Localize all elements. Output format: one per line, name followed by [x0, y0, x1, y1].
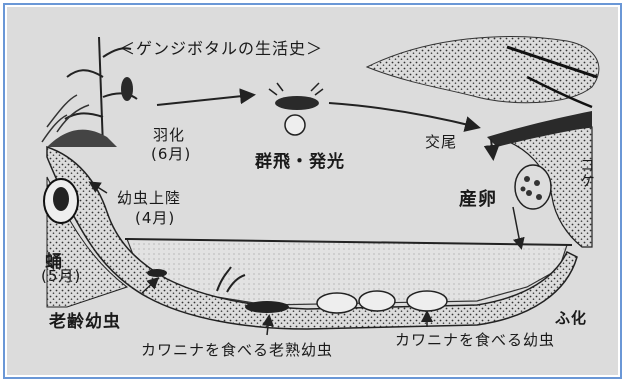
- arrow-swarm-to-mating: [328, 102, 481, 132]
- label-old-larva: 老齢幼虫: [49, 312, 121, 332]
- arrow-to-mature-larva: [262, 314, 274, 336]
- snail-shell-2: [358, 290, 396, 312]
- label-oviposition: 産卵: [459, 189, 497, 210]
- label-pupa-month: (5月): [41, 267, 82, 285]
- label-moss: コケ: [578, 157, 596, 189]
- water-surface-line: [124, 238, 573, 246]
- image-frame: ＜ゲンジボタルの生活史＞ 羽化 (6月) 群飛・発光 交尾 産卵 コケ 幼虫上陸…: [3, 3, 622, 379]
- tree-canopy: [365, 36, 600, 104]
- life-cycle-illustration: [41, 36, 600, 336]
- arrow-larva-up-bank: [88, 181, 108, 194]
- label-mature-larva-eating: カワニナを食べる老熟幼虫: [141, 341, 334, 359]
- egg-cluster: [514, 164, 552, 210]
- mature-larva-body: [245, 301, 289, 313]
- label-emergence-month: (6月): [151, 145, 192, 163]
- water-plant: [216, 266, 246, 293]
- arrow-down-to-water: [512, 206, 525, 250]
- arrow-mating-to-oviposition: [483, 138, 500, 161]
- label-emergence: 羽化: [153, 126, 186, 144]
- arrow-emergence-to-swarm: [156, 88, 256, 106]
- diagram-paper: ＜ゲンジボタルの生活史＞ 羽化 (6月) 群飛・発光 交尾 産卵 コケ 幼虫上陸…: [7, 7, 618, 375]
- snail-shell-3: [406, 290, 448, 312]
- tree-trunk: [487, 111, 592, 147]
- left-bank: [46, 145, 578, 330]
- label-swarm-glow: 群飛・発光: [255, 152, 345, 172]
- label-larva-landing: 幼虫上陸: [117, 189, 182, 207]
- right-bank: [496, 126, 593, 248]
- label-pupa: 蛹: [45, 252, 63, 272]
- old-larva-body: [147, 269, 167, 277]
- snail-shell-1: [316, 292, 358, 314]
- label-larva-landing-month: (4月): [135, 209, 176, 227]
- arrow-to-old-larva: [141, 276, 160, 294]
- label-hatching: ふ化: [555, 309, 588, 327]
- label-larva-eating: カワニナを食べる幼虫: [395, 331, 556, 349]
- label-mating: 交尾: [425, 133, 458, 151]
- flying-firefly: [268, 82, 324, 136]
- diagram-title: ＜ゲンジボタルの生活史＞: [119, 39, 324, 58]
- firefly-on-reed: [121, 77, 133, 101]
